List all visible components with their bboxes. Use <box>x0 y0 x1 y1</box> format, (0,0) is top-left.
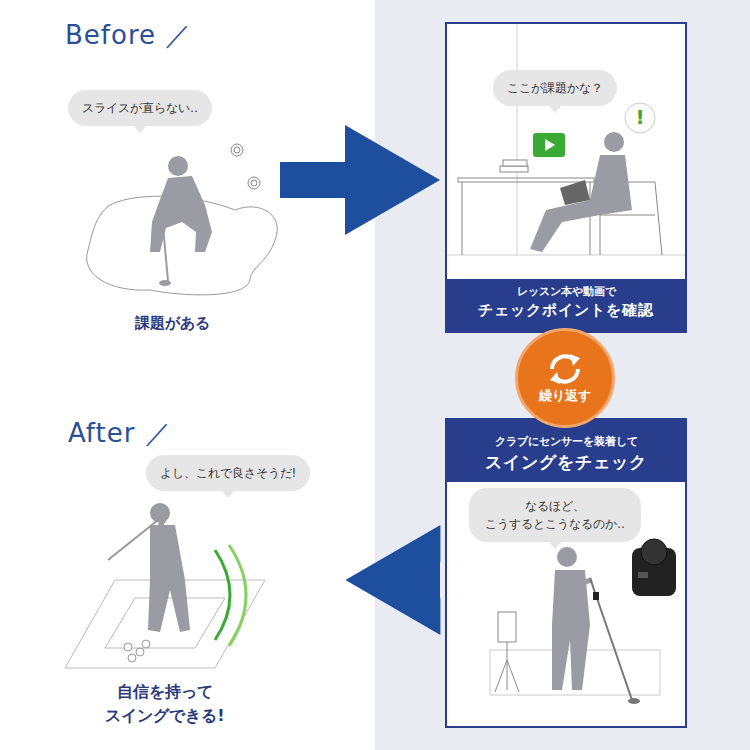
speech-bubble: なるほど、 こうするとこうなるのか‥ <box>469 488 641 542</box>
bubble-text: スライスが直らない‥ <box>82 99 198 117</box>
speech-bubble: スライスが直らない‥ <box>68 90 212 126</box>
panel-band: クラブにセンサーを装着してスイングをチェック <box>447 420 685 482</box>
golfer-body <box>150 176 212 252</box>
bubble-text: なるほど、 こうするとこうなるのか‥ <box>483 497 627 533</box>
flow-arrow <box>280 125 440 235</box>
repeat-arc <box>556 369 578 382</box>
swing-arc <box>229 545 246 646</box>
scene-title: After ／ <box>68 416 172 451</box>
club-head <box>159 280 171 286</box>
panel-text: レッスン本や動画で <box>517 284 616 300</box>
scene-title: Before ／ <box>65 18 192 53</box>
golf-club <box>590 578 632 700</box>
wall-line <box>517 24 518 255</box>
step-panel: クラブにセンサーを装着してスイングをチェックなるほど、 こうするとこうなるのか‥ <box>445 418 687 728</box>
panel-text: クラブにセンサーを装着して <box>495 434 638 450</box>
exclamation-bubble <box>625 103 655 133</box>
tripod <box>495 642 519 692</box>
sensor-logo <box>638 572 648 578</box>
camera-phone <box>498 612 516 642</box>
golf-ball <box>124 643 132 651</box>
panel-fill <box>445 22 687 333</box>
ball-scribble <box>251 180 257 186</box>
golf-ball <box>128 654 136 662</box>
caption: ! <box>630 105 650 129</box>
ball-scribble <box>248 177 260 189</box>
step-panel: レッスン本や動画でチェックポイントを確認 ここが課題かな？ <box>445 22 687 333</box>
desk <box>458 178 594 182</box>
club-head <box>628 698 640 704</box>
flow-arrow <box>345 525 440 635</box>
speech-bubble: ここが課題かな？ <box>493 70 617 106</box>
book <box>503 160 527 166</box>
video-icon <box>533 133 565 157</box>
sensor-ring <box>641 539 667 565</box>
circle-text: 繰り返す <box>539 387 591 405</box>
golf-ball <box>142 640 150 648</box>
ball-scribble <box>231 144 243 156</box>
golf-club <box>162 215 168 281</box>
speech-bubble: よし、これで良さそうだ! <box>146 455 311 491</box>
laptop <box>560 180 590 205</box>
person-body <box>530 155 632 252</box>
repeat-icon <box>545 351 585 387</box>
golfer-arms <box>572 580 592 585</box>
panel-text: チェックポイントを確認 <box>478 300 654 321</box>
repeat-arc <box>552 356 574 369</box>
ball-scribble <box>234 147 240 153</box>
swing-arc <box>215 550 230 640</box>
person-head <box>604 132 624 152</box>
golfer-body <box>148 525 190 632</box>
repeat-head <box>570 354 580 366</box>
golfer-head <box>168 156 188 176</box>
panel-fill <box>445 418 687 728</box>
golfer-head <box>557 547 577 567</box>
repeat-circle: 繰り返す <box>515 328 615 428</box>
desk-leg <box>590 182 591 255</box>
repeat-head <box>550 372 560 384</box>
golfer-body <box>552 570 590 690</box>
panel-band: レッスン本や動画でチェックポイントを確認 <box>447 279 685 331</box>
floor-line <box>447 255 685 256</box>
panel-text: スイングをチェック <box>485 450 647 474</box>
bubble-text: よし、これで良さそうだ! <box>160 464 297 482</box>
golf-club <box>108 512 168 560</box>
desk-leg <box>462 182 463 255</box>
caption: 自信を持って スイングできる! <box>90 680 240 728</box>
play-symbol <box>545 139 555 151</box>
book <box>500 166 528 172</box>
golfer-arms <box>158 512 168 530</box>
bubble-text: ここが課題かな？ <box>507 79 603 97</box>
club-sensor <box>593 592 599 600</box>
right-ground <box>375 0 750 750</box>
golf-ball <box>136 648 144 656</box>
caption: 課題がある <box>135 314 210 333</box>
